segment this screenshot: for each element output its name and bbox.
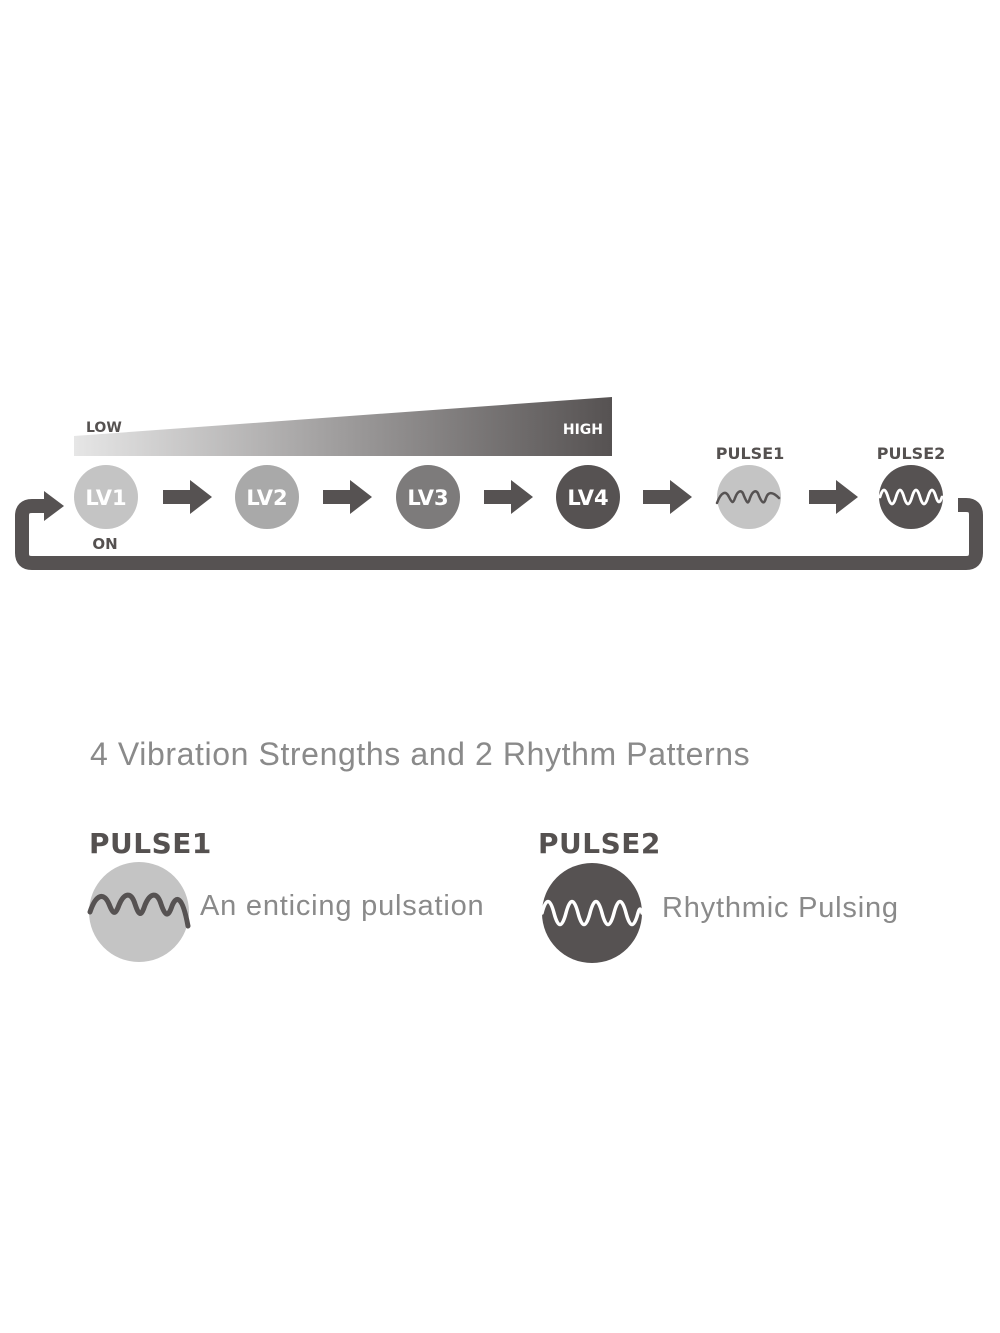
legend-pulse1-label: PULSE1	[89, 827, 212, 860]
wave-gentle-icon	[715, 490, 781, 505]
ramp-low-label: LOW	[86, 420, 122, 436]
legend-pulse2-icon	[540, 863, 644, 963]
intensity-ramp	[74, 397, 612, 456]
step-pulse2: PULSE2	[877, 444, 946, 529]
wave-strong-icon	[878, 488, 944, 506]
ramp-high-label: HIGH	[563, 422, 603, 438]
arrow-right-icon	[643, 480, 692, 514]
step-lv4-label: LV4	[567, 486, 608, 510]
description-title: 4 Vibration Strengths and 2 Rhythm Patte…	[90, 736, 751, 772]
arrow-right-icon	[163, 480, 212, 514]
wave-strong-icon	[540, 899, 644, 927]
loop-return-path	[15, 498, 983, 570]
legend-pulse1-text: An enticing pulsation	[200, 890, 485, 922]
legend-pulse2-label: PULSE2	[538, 827, 661, 860]
step-lv4: LV4	[556, 465, 620, 529]
step-lv3-label: LV3	[407, 486, 448, 510]
arrow-right-icon	[484, 480, 533, 514]
step-pulse1-label: PULSE1	[716, 444, 785, 463]
step-lv1-label: LV1	[85, 486, 126, 510]
arrow-right-icon	[809, 480, 858, 514]
step-lv2: LV2	[235, 465, 299, 529]
arrow-right-icon	[323, 480, 372, 514]
step-lv2-label: LV2	[246, 486, 287, 510]
step-pulse1: PULSE1	[715, 444, 785, 529]
legend-pulse1-icon	[87, 862, 191, 962]
wave-gentle-icon	[87, 892, 191, 929]
step-pulse2-label: PULSE2	[877, 444, 946, 463]
legend-pulse2-text: Rhythmic Pulsing	[662, 892, 899, 924]
on-label: ON	[92, 535, 117, 553]
loop-arrow-head	[44, 491, 64, 521]
step-lv1: LV1	[74, 465, 138, 529]
step-lv3: LV3	[396, 465, 460, 529]
